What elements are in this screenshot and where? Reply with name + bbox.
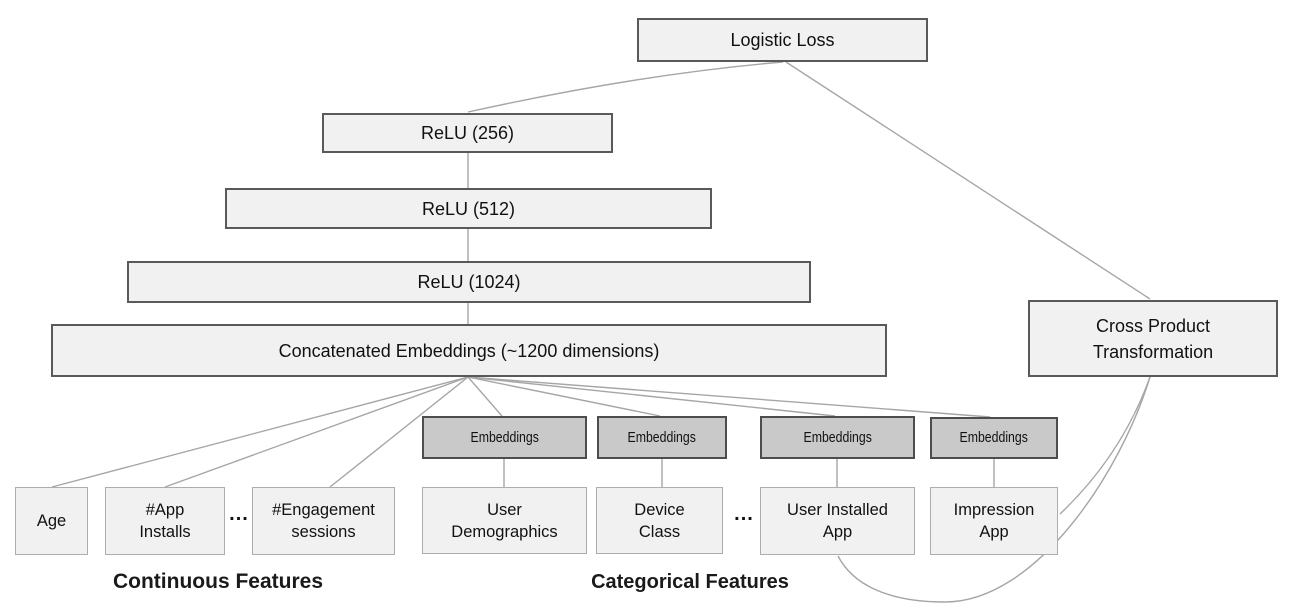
node-relu-512: ReLU (512): [225, 188, 712, 229]
edge-loss-to-relu256: [467, 61, 784, 113]
node-relu-1024: ReLU (1024): [127, 261, 811, 303]
edge-loss-to-crossproduct: [785, 61, 1151, 300]
edge-concat-to-embedding2: [467, 376, 661, 417]
node-label-line1: Age: [36, 512, 67, 530]
node-label-line1: Cross Product: [1095, 315, 1211, 336]
node-label: ReLU (512): [421, 198, 516, 219]
node-label: Embeddings: [627, 428, 697, 446]
section-label-text: Continuous Features: [112, 570, 323, 593]
node-embeddings-user-demographics: Embeddings: [422, 416, 587, 459]
ellipsis-continuous: ...: [224, 503, 254, 526]
node-label-line2: Class: [638, 522, 681, 541]
node-label-line2: Installs: [139, 523, 191, 541]
node-embeddings-impression-app: Embeddings: [930, 417, 1058, 459]
node-relu-256: ReLU (256): [322, 113, 613, 153]
node-label-line1: #App: [145, 501, 185, 519]
node-concatenated-embeddings: Concatenated Embeddings (~1200 dimension…: [51, 324, 887, 377]
node-cross-product-transformation: Cross Product Transformation: [1028, 300, 1278, 377]
node-label-line1: User Installed: [787, 501, 888, 519]
edge-crossproduct-to-userinstalledapp: [837, 376, 1151, 603]
edge-concat-to-age: [51, 376, 469, 488]
edge-concat-to-embedding4: [467, 376, 991, 418]
node-device-class: Device Class: [596, 487, 723, 554]
ellipsis-text: ...: [734, 503, 754, 525]
node-label: ReLU (256): [420, 123, 515, 143]
edge-concat-to-embedding1: [467, 376, 503, 417]
node-label-line2: App: [822, 523, 853, 541]
node-label: Embeddings: [470, 428, 539, 446]
edge-concat-to-engagement: [329, 376, 469, 488]
section-label-text: Categorical Features: [591, 571, 789, 593]
section-label-categorical-features: Categorical Features: [555, 571, 825, 594]
node-label: Concatenated Embeddings (~1200 dimension…: [278, 340, 660, 361]
node-label-line1: #Engagement: [272, 501, 375, 519]
node-label-line2: Transformation: [1092, 341, 1214, 362]
section-label-continuous-features: Continuous Features: [78, 570, 358, 594]
edge-concat-to-appinstalls: [164, 376, 469, 488]
node-label: ReLU (1024): [417, 272, 521, 292]
node-logistic-loss: Logistic Loss: [637, 18, 928, 62]
edge-concat-to-embedding3: [467, 376, 836, 417]
node-age: Age: [15, 487, 88, 555]
ellipsis-categorical: ...: [729, 503, 759, 526]
edge-crossproduct-to-impressionapp: [1059, 376, 1151, 515]
node-label-line1: Device: [634, 500, 685, 519]
node-embeddings-device-class: Embeddings: [597, 416, 727, 459]
node-engagement-sessions: #Engagement sessions: [252, 487, 395, 555]
node-label-line2: sessions: [291, 523, 356, 541]
node-label: Logistic Loss: [730, 30, 835, 50]
node-user-installed-app: User Installed App: [760, 487, 915, 555]
node-user-demographics: User Demographics: [422, 487, 587, 554]
node-impression-app: Impression App: [930, 487, 1058, 555]
node-embeddings-user-installed-app: Embeddings: [760, 416, 915, 459]
node-label-line1: User: [487, 500, 522, 519]
node-label: Embeddings: [803, 428, 872, 446]
node-app-installs: #App Installs: [105, 487, 225, 555]
node-label-line2: App: [979, 523, 1009, 541]
ellipsis-text: ...: [229, 503, 249, 525]
node-label-line2: Demographics: [451, 522, 558, 541]
node-label: Embeddings: [959, 429, 1029, 446]
node-label-line1: Impression: [953, 501, 1035, 519]
